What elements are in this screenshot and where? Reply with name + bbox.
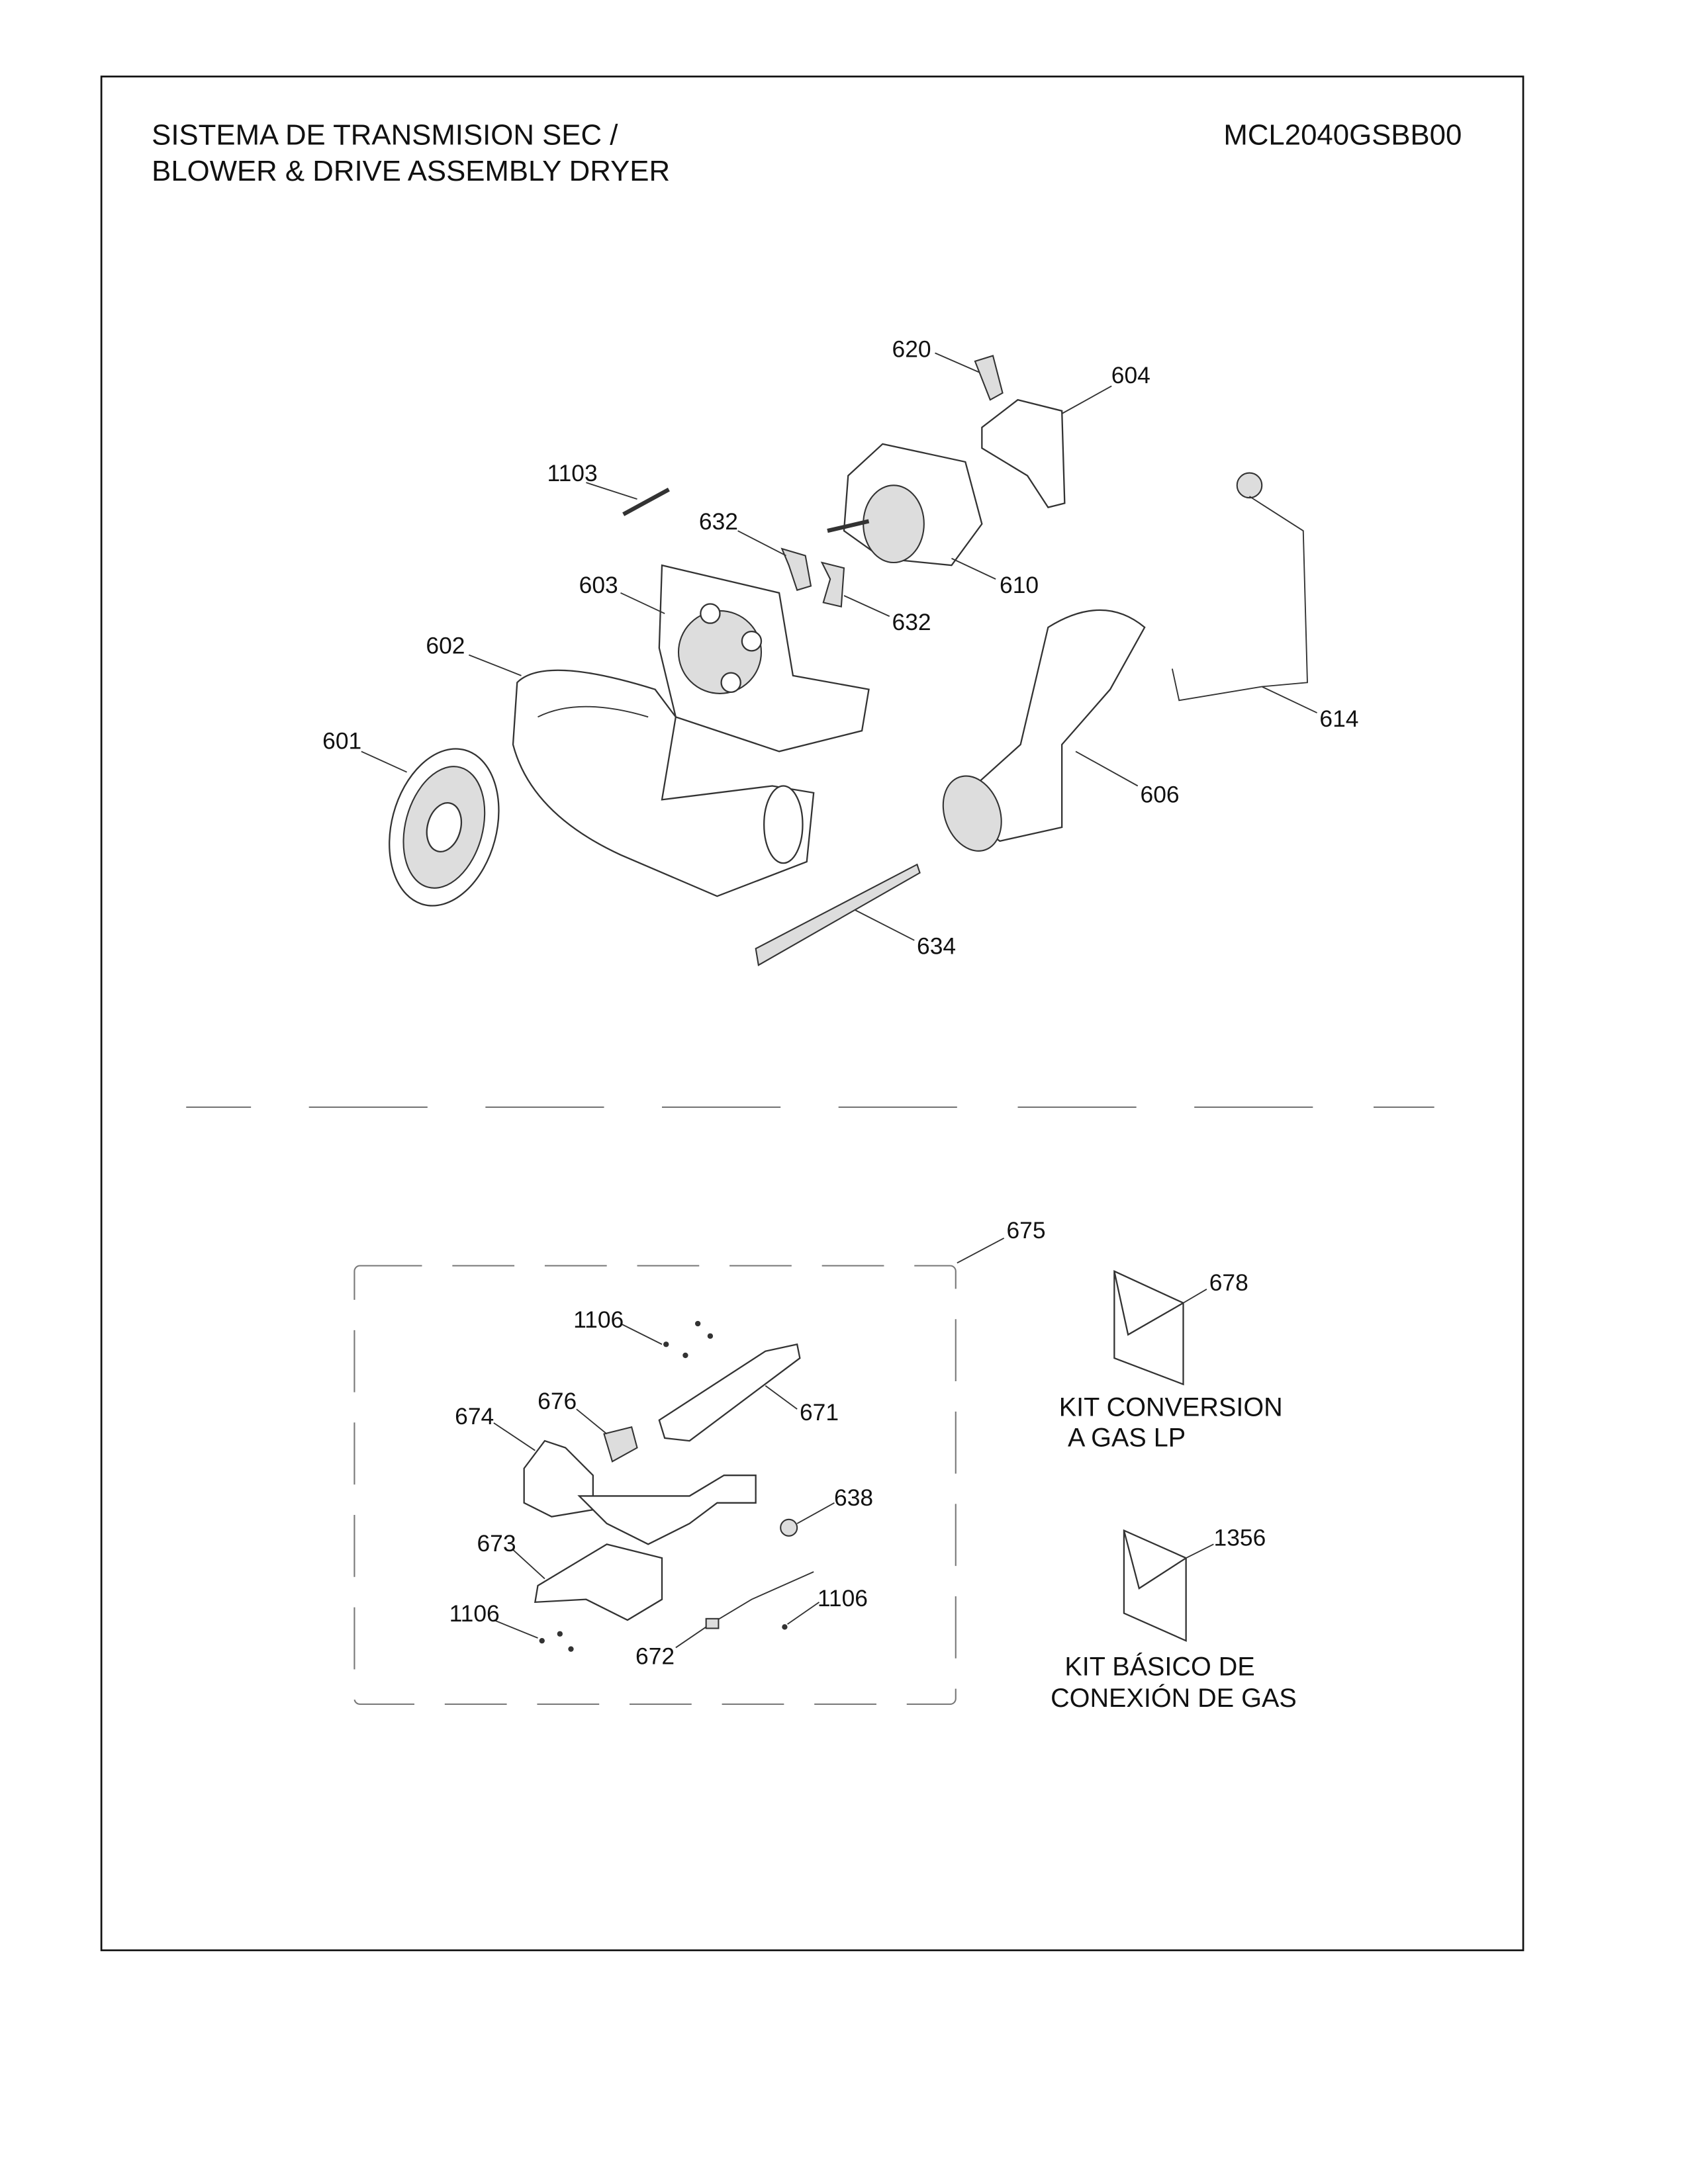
label-1103: 1103 xyxy=(547,460,598,486)
label-638: 638 xyxy=(834,1484,873,1511)
part-1103-bolt xyxy=(622,487,670,516)
label-674: 674 xyxy=(455,1403,494,1430)
label-676: 676 xyxy=(538,1388,577,1414)
part-1356-kit-envelope xyxy=(1123,1529,1187,1642)
part-676-orifice xyxy=(603,1426,638,1463)
label-671: 671 xyxy=(800,1399,839,1426)
part-632-clip-lower xyxy=(820,561,845,608)
label-603: 603 xyxy=(579,572,618,598)
label-1106-right: 1106 xyxy=(818,1585,868,1612)
part-632-clip-upper xyxy=(780,547,812,591)
label-606: 606 xyxy=(1141,782,1180,808)
part-606-exhaust-duct xyxy=(942,609,1146,852)
part-601-blower-wheel xyxy=(389,748,500,907)
label-1106-left: 1106 xyxy=(449,1600,500,1627)
part-604-bracket xyxy=(981,398,1066,508)
label-601: 601 xyxy=(322,727,361,754)
kit-675-boundary xyxy=(353,1265,957,1706)
label-620: 620 xyxy=(892,336,931,363)
part-602-blower-housing xyxy=(512,669,815,897)
label-604: 604 xyxy=(1111,362,1150,388)
label-673: 673 xyxy=(477,1530,516,1557)
label-678: 678 xyxy=(1209,1269,1248,1296)
kit-basico-line2: CONEXIÓN DE GAS xyxy=(1051,1684,1297,1713)
part-634-seal-strip xyxy=(755,863,921,966)
kit-conversion-line2: A GAS LP xyxy=(1068,1423,1186,1452)
label-634: 634 xyxy=(917,933,956,960)
part-674-gas-valve xyxy=(523,1439,757,1545)
label-610: 610 xyxy=(1000,572,1039,598)
part-671-burner-tube xyxy=(658,1343,801,1442)
label-632-lower: 632 xyxy=(892,609,931,635)
label-1106-top: 1106 xyxy=(573,1306,624,1333)
label-602: 602 xyxy=(426,632,465,659)
page-frame xyxy=(100,75,1524,1952)
label-1356: 1356 xyxy=(1214,1524,1266,1551)
screws-1106 xyxy=(539,1320,788,1652)
leader-lines-upper xyxy=(361,352,1317,941)
part-610-motor xyxy=(827,443,983,567)
part-678-kit-envelope xyxy=(1113,1270,1184,1386)
label-632-upper: 632 xyxy=(699,508,738,535)
part-672-igniter xyxy=(705,1571,814,1629)
part-638-plug xyxy=(780,1518,798,1537)
kit-conversion-line1: KIT CONVERSION xyxy=(1059,1393,1283,1422)
gas-valve-burner-assembly: 675 678 1106 676 671 674 638 673 1106 11… xyxy=(353,1217,1297,1713)
label-675: 675 xyxy=(1006,1217,1045,1244)
part-603-bulkhead xyxy=(658,564,870,752)
model-number: MCL2040GSBB00 xyxy=(1223,119,1462,152)
kit-basico-line1: KIT BÁSICO DE xyxy=(1064,1652,1254,1681)
title-english: BLOWER & DRIVE ASSEMBLY DRYER xyxy=(152,155,670,187)
blower-drive-assembly: 620 604 1103 632 603 610 632 602 614 601… xyxy=(322,336,1358,966)
title-spanish: SISTEMA DE TRANSMISION SEC / xyxy=(152,119,618,152)
leader-lines-lower xyxy=(493,1289,1214,1649)
part-614-gas-valve-tube xyxy=(1171,472,1308,702)
part-673-bracket xyxy=(534,1543,663,1621)
part-620-switch xyxy=(974,355,1004,401)
label-672: 672 xyxy=(635,1643,675,1670)
label-614: 614 xyxy=(1319,705,1358,732)
